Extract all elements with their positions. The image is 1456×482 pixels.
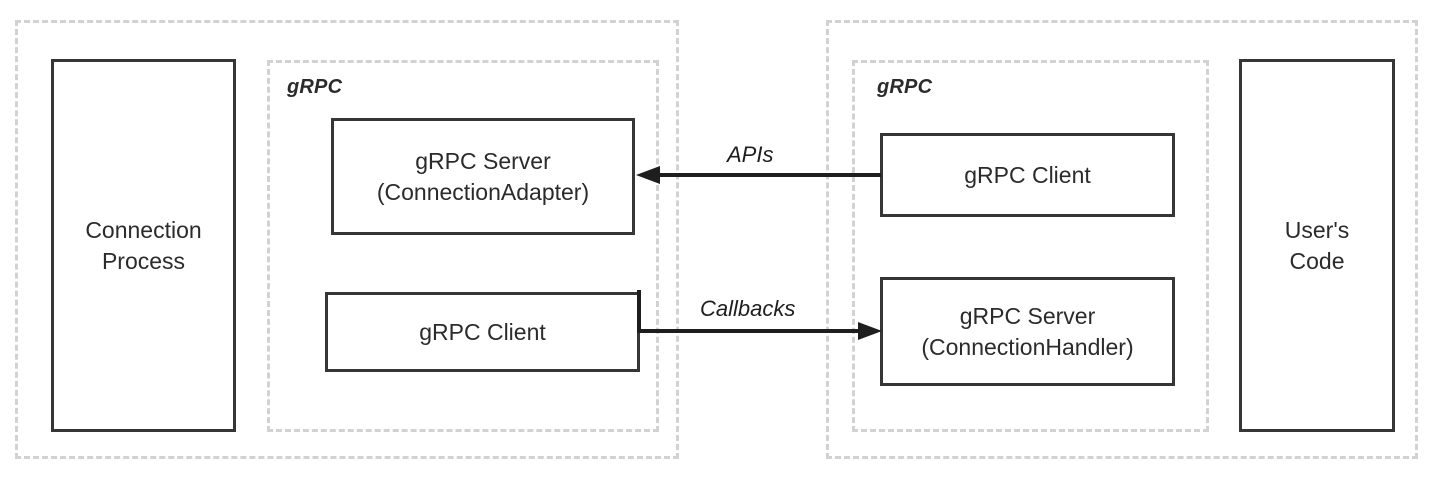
apis-edge [636, 166, 881, 184]
node-grpc-server-connection-adapter-label: gRPC Server (ConnectionAdapter) [376, 147, 590, 205]
node-grpc-server-connection-handler[interactable]: gRPC Server (ConnectionHandler) [880, 277, 1175, 386]
users-code-group [826, 20, 1418, 459]
node-grpc-client-right-label: gRPC Client [964, 161, 1091, 188]
node-grpc-server-connection-adapter[interactable]: gRPC Server (ConnectionAdapter) [331, 118, 635, 235]
right-grpc-group-label: gRPC [877, 76, 933, 98]
callbacks-edge-label: Callbacks [700, 296, 796, 321]
connection-process-group [15, 20, 679, 459]
apis-edge-label: APIs [727, 142, 774, 167]
right-grpc-group [852, 60, 1209, 432]
node-connection-process[interactable]: Connection Process [51, 59, 236, 432]
left-grpc-group-label: gRPC [287, 76, 343, 98]
node-grpc-client-left-label: gRPC Client [419, 318, 546, 345]
node-connection-process-label: Connection Process [85, 216, 202, 274]
node-grpc-client-right[interactable]: gRPC Client [880, 133, 1175, 217]
callbacks-edge [637, 290, 882, 340]
node-users-code[interactable]: User's Code [1239, 59, 1395, 432]
node-grpc-client-left[interactable]: gRPC Client [325, 292, 640, 372]
node-grpc-server-connection-handler-label: gRPC Server (ConnectionHandler) [921, 302, 1134, 360]
node-users-code-label: User's Code [1284, 216, 1350, 274]
left-grpc-group [267, 60, 659, 432]
